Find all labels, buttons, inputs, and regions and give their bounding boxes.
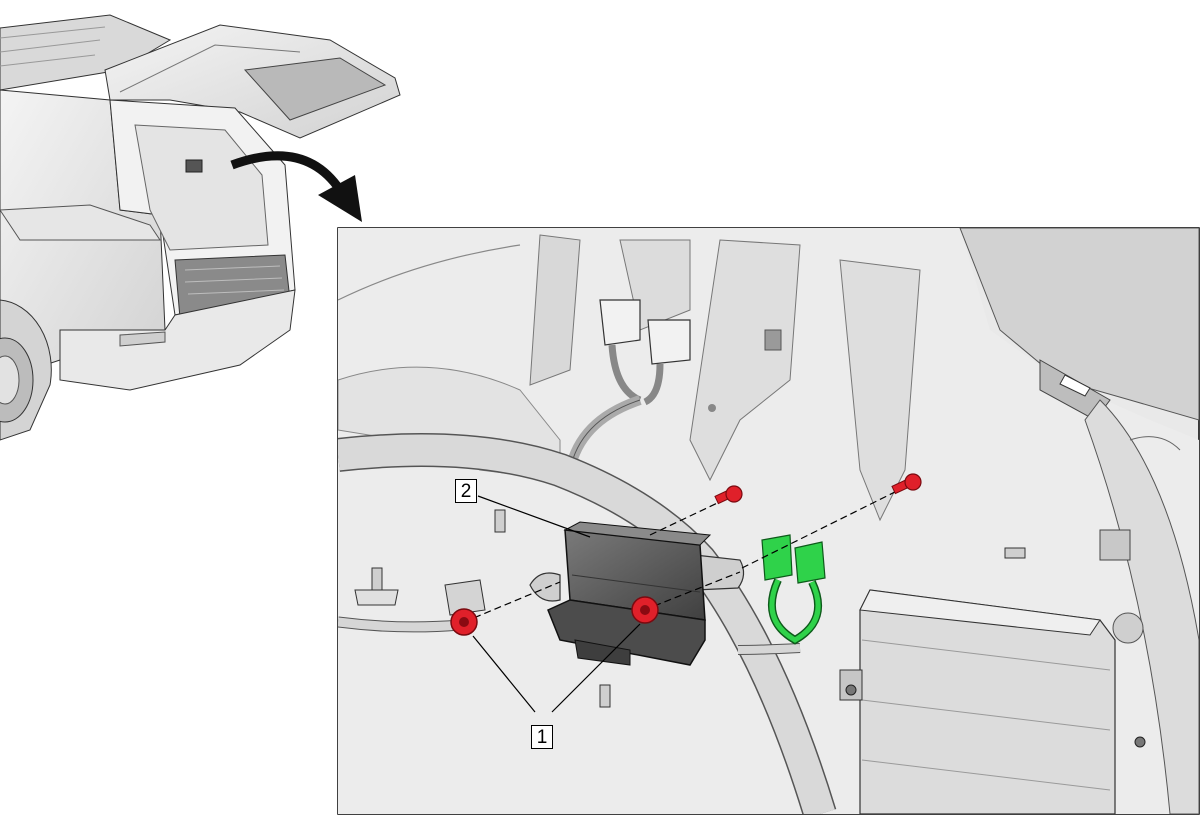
leader-lines [472, 495, 641, 713]
vehicle-overview [0, 14, 401, 441]
callout-label-2: 2 [455, 479, 477, 503]
control-unit [839, 589, 1146, 814]
callout-label-1: 1 [531, 725, 553, 749]
stud-upper-right [891, 473, 922, 495]
module [547, 521, 712, 666]
fastener-guide-lines [463, 486, 906, 623]
wiring-harness [338, 433, 837, 814]
stud-upper-left [714, 485, 743, 505]
zoom-arrow-icon [230, 151, 362, 222]
detail-view [338, 228, 1199, 814]
studs [354, 509, 1026, 708]
nut-center [631, 596, 659, 624]
nut-left [450, 608, 478, 636]
fasteners [450, 473, 922, 636]
